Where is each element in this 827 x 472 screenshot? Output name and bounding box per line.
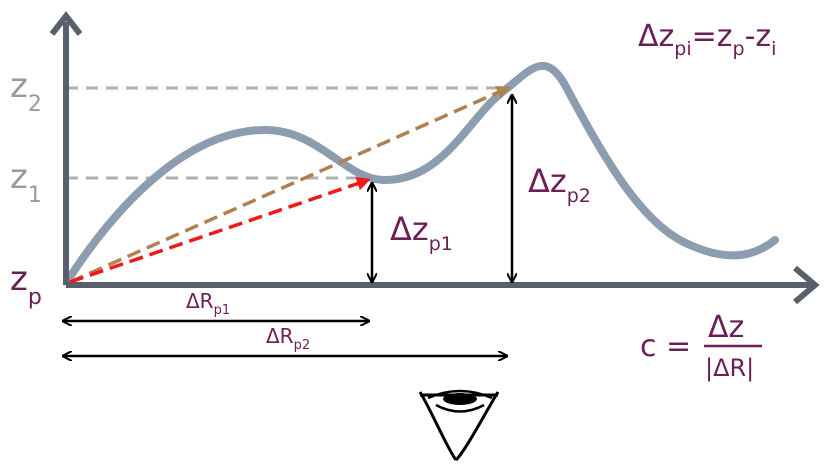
zp-label: zp (10, 259, 42, 310)
z2-label: z2 (10, 66, 42, 117)
equation-top-right: Δzpi=zp-zi (638, 19, 776, 60)
sight-line-p1 (69, 176, 371, 284)
dz-p2-label: Δzp2 (528, 162, 591, 207)
dz-p1-label: Δzp1 (390, 210, 453, 255)
dr-p2-label: ΔRp2 (266, 324, 310, 353)
x-axis-arrowhead (793, 265, 820, 305)
formula-denominator: |ΔR| (705, 354, 754, 382)
eq-lhs-sub: pi (674, 38, 691, 60)
dr-p1-label: ΔRp1 (186, 289, 230, 318)
eq-p-sub: p (733, 38, 745, 60)
eq-equals-z: =z (692, 19, 733, 54)
formula-numerator: Δz (708, 310, 744, 345)
z1-label: z1 (10, 157, 42, 208)
eq-lhs: Δz (638, 19, 674, 54)
formula-lhs: c = (640, 329, 691, 364)
sight-line-p2 (69, 86, 511, 284)
eq-i-sub: i (771, 38, 776, 60)
eq-minus-z: -z (745, 19, 772, 54)
terrain-curve (64, 61, 779, 284)
eye-icon (418, 389, 500, 462)
y-axis-arrowhead (49, 11, 83, 36)
